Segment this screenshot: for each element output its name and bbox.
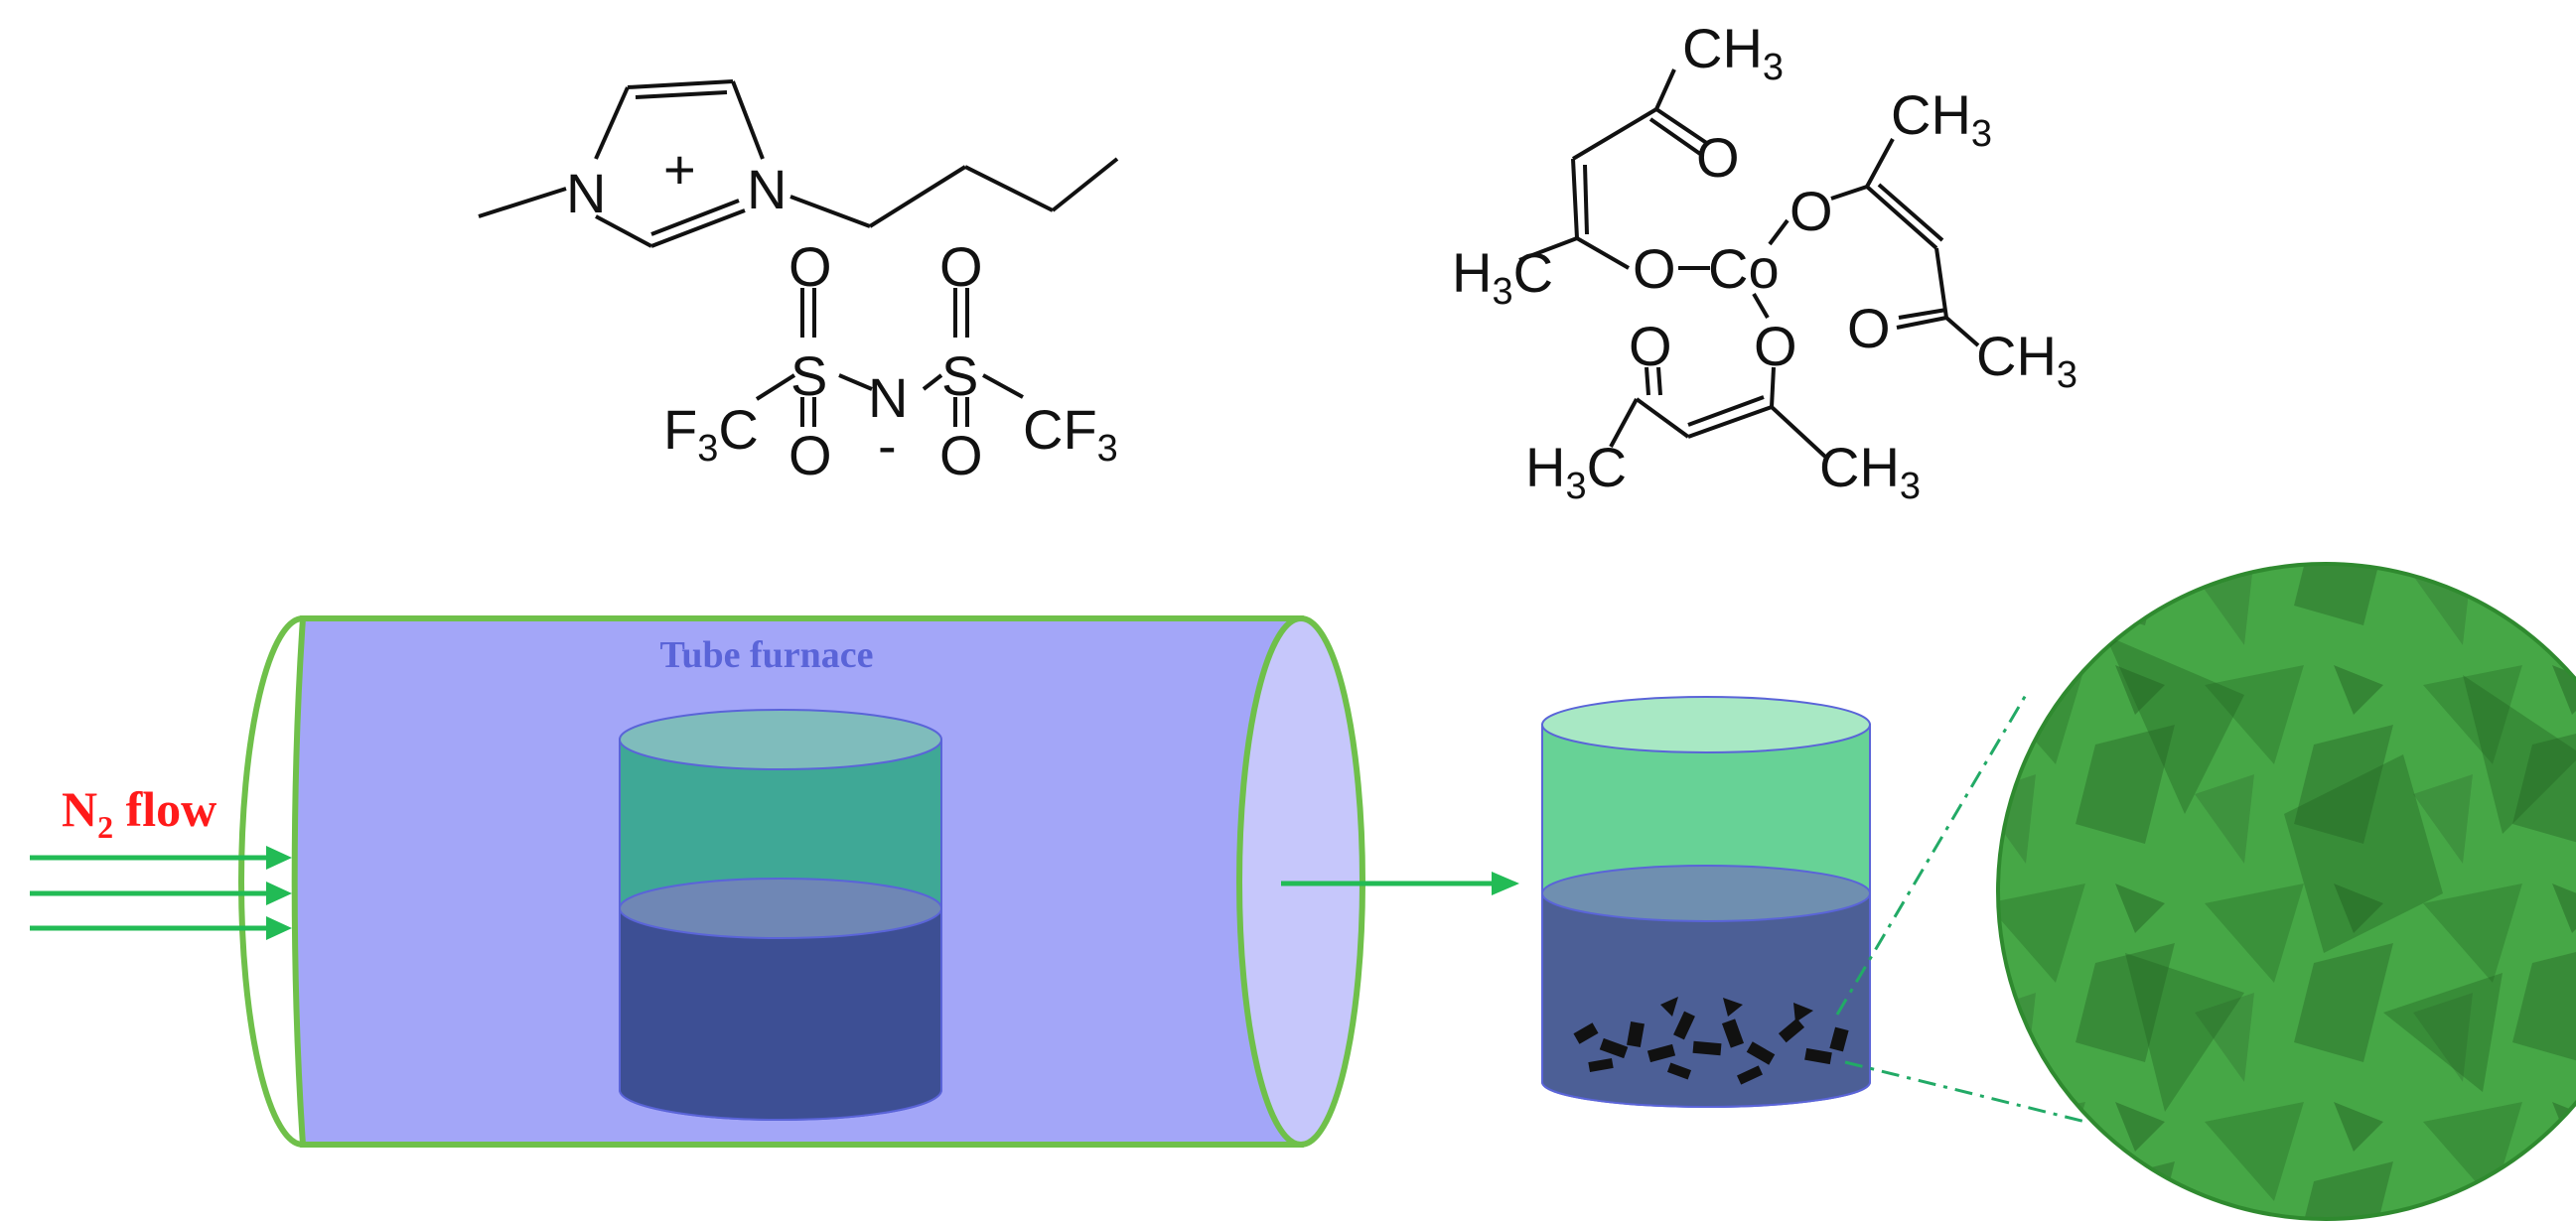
cobalt-atom: Co [1708,237,1780,300]
cobalt-labels: CH3 O H3C O Co O CH3 O CH3 O O H3C CH3 [1452,17,2077,507]
co-oxygen-5: O [1754,315,1797,377]
cation-charge: + [663,138,696,201]
svg-text:CH3: CH3 [1891,83,1992,155]
micrograph-view [1996,562,2576,1221]
co-oxygen-2: O [1633,237,1676,300]
anion-sulfur-1: S [790,344,827,407]
anion-right-cf: CF [1023,398,1097,461]
svg-text:CH3: CH3 [1976,325,2077,396]
svg-text:CH3: CH3 [1819,436,1921,507]
tfsi-anion [755,288,1024,427]
product-particles [1573,997,1849,1085]
anion-oxygen-2: O [788,424,832,486]
co-ch3-2: CH [1891,83,1971,146]
anion-oxygen-1: O [788,235,832,298]
n2-flow-arrows [30,846,292,940]
tube-furnace-label: Tube furnace [659,634,873,676]
svg-text:CH3: CH3 [1682,17,1784,88]
imidazolium-cation [478,79,1119,248]
cation-nitrogen-2: N [747,158,787,220]
co-oxygen-4: O [1847,297,1891,359]
product-crucible [1541,696,1871,1108]
svg-text:F3C: F3C [663,398,759,470]
svg-text:H3C: H3C [1452,241,1553,313]
co-oxygen-6: O [1629,315,1672,377]
anion-left-f: F [663,398,697,461]
anion-oxygen-3: O [939,235,983,298]
co-ch3-3: CH [1976,325,2057,387]
co-h3c-left: H [1452,241,1492,304]
co-ch3-1: CH [1682,17,1763,79]
cobalt-acac-complex [1518,68,1980,459]
co-ch3-4: CH [1819,436,1900,498]
co-oxygen-1: O [1696,126,1740,189]
co-oxygen-3: O [1789,180,1833,242]
anion-nitrogen: N [868,366,908,429]
zoom-lines [1835,694,2086,1124]
anion-sulfur-2: S [941,344,978,407]
svg-text:H3C: H3C [1525,436,1627,507]
anion-right-sub: 3 [1097,428,1118,470]
anion-left-c: C [718,398,758,461]
anion-oxygen-4: O [939,424,983,486]
co-h3c-bottom: H [1525,436,1565,498]
cation-nitrogen-1: N [566,162,606,224]
furnace-crucible [619,709,942,1121]
anion-labels: F3C S N - S O O O O CF3 [663,235,1118,486]
process-arrow [1281,872,1519,895]
n2-flow-label: N2 flow [62,781,216,845]
anion-left-sub: 3 [697,428,718,470]
svg-text:CF3: CF3 [1023,398,1118,470]
anion-charge: - [878,414,897,476]
